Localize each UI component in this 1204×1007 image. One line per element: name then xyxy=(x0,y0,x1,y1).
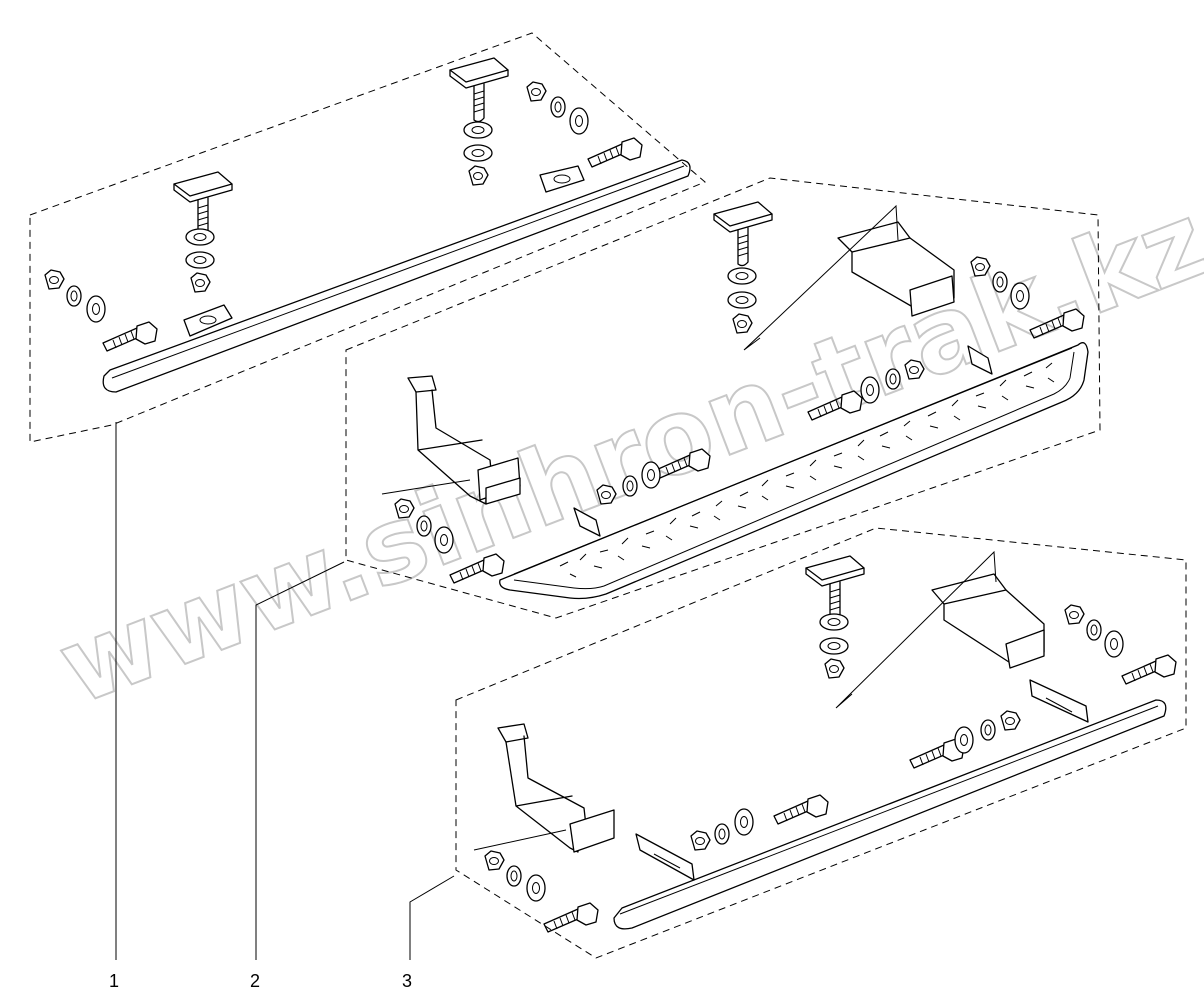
washer-icon xyxy=(416,515,432,537)
t-bolt-icon xyxy=(805,555,865,621)
t-bolt-icon xyxy=(713,201,773,267)
tread-plate-step xyxy=(499,342,1089,600)
washer-icon xyxy=(1010,282,1030,310)
washer-icon xyxy=(992,271,1008,293)
spring-washer-icon xyxy=(819,637,849,655)
washer-icon xyxy=(860,376,880,404)
nut-icon xyxy=(484,850,505,871)
assembly-2-boundary xyxy=(345,177,1101,619)
assembly-2-tread-step xyxy=(345,177,1101,619)
nut-icon xyxy=(190,272,211,293)
assembly-1-boundary xyxy=(29,32,706,443)
nut-icon xyxy=(1000,710,1021,731)
washer-icon xyxy=(86,295,106,323)
washer-icon xyxy=(569,107,589,135)
step-bracket-left xyxy=(497,723,615,853)
nut-icon xyxy=(526,81,547,102)
plate-right xyxy=(967,345,993,375)
callout-leaders xyxy=(115,422,455,960)
tube-step-rail xyxy=(613,699,1167,930)
nut-icon xyxy=(824,658,845,679)
mounting-plate-right xyxy=(539,165,585,193)
flat-washer-icon xyxy=(463,121,493,139)
washer-icon xyxy=(714,823,730,845)
washer-icon xyxy=(1086,619,1102,641)
step-bracket-right xyxy=(931,573,1045,669)
washer-icon xyxy=(885,368,901,390)
washer-icon xyxy=(434,526,454,554)
assembly-3-boundary xyxy=(455,527,1187,959)
washer-icon xyxy=(954,726,974,754)
spring-washer-icon xyxy=(727,291,757,309)
mounting-plate-left xyxy=(183,304,233,337)
step-bracket-left xyxy=(407,375,521,505)
bolt-icon xyxy=(773,794,829,825)
flat-washer-icon xyxy=(819,613,849,631)
flat-washer-icon xyxy=(727,267,757,285)
bolt-icon xyxy=(1121,654,1177,685)
callout-label-1: 1 xyxy=(109,971,119,991)
assembly-1-tube-step xyxy=(29,32,706,443)
nut-icon xyxy=(468,165,489,186)
bolt-icon xyxy=(587,137,643,168)
t-bolt-icon xyxy=(173,171,233,237)
tread-pattern xyxy=(559,362,1055,578)
assembly-3-tube-step-brackets xyxy=(455,527,1187,959)
washer-icon xyxy=(66,285,82,307)
spring-washer-icon xyxy=(185,251,215,269)
nut-icon xyxy=(690,830,711,851)
spring-washer-icon xyxy=(463,144,493,162)
flat-washer-icon xyxy=(185,228,215,246)
nut-icon xyxy=(1064,604,1085,625)
tube-step-rail xyxy=(102,159,691,393)
plate-left xyxy=(573,507,601,537)
bolt-icon xyxy=(102,321,158,352)
washer-icon xyxy=(734,808,754,836)
washer-icon xyxy=(506,865,522,887)
washer-icon xyxy=(980,719,996,741)
washer-icon xyxy=(550,96,566,118)
washer-icon xyxy=(641,461,661,489)
washer-icon xyxy=(1104,630,1124,658)
callout-label-2: 2 xyxy=(250,971,260,991)
washer-icon xyxy=(526,874,546,902)
t-bolt-icon xyxy=(449,57,509,123)
nut-icon xyxy=(44,269,65,290)
washer-icon xyxy=(622,475,638,497)
nut-icon xyxy=(732,313,753,334)
bolt-icon xyxy=(543,902,599,933)
slotted-plate-left xyxy=(635,833,695,881)
slotted-plate-right xyxy=(1029,679,1089,723)
callout-label-3: 3 xyxy=(402,971,412,991)
